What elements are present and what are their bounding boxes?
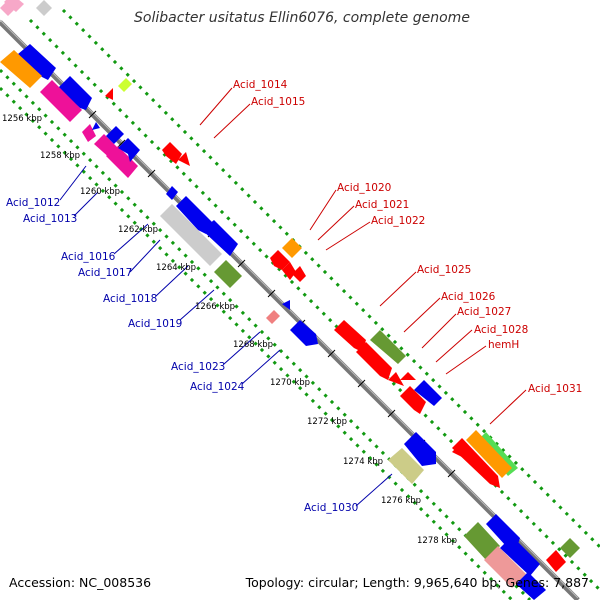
gene-label-acid-1023[interactable]: Acid_1023	[171, 361, 225, 373]
tick-label: 1260 kbp	[80, 187, 120, 197]
gene-arrow-acid-1019[interactable]	[214, 260, 242, 288]
forward-callout-lines	[199, 87, 527, 425]
tick-label: 1256 kbp	[2, 114, 42, 124]
gene-arrow[interactable]	[118, 78, 132, 92]
gene-label-acid-1013[interactable]: Acid_1013	[23, 213, 77, 225]
gene-arrow[interactable]	[484, 546, 526, 588]
gene-label-acid-1012[interactable]: Acid_1012	[6, 197, 60, 209]
gene-arrow[interactable]	[202, 220, 238, 256]
gene-arrow[interactable]	[560, 538, 580, 558]
gene-arrow[interactable]	[464, 522, 500, 560]
map-title: Solibacter usitatus Ellin6076, complete …	[134, 10, 470, 26]
gene-label-acid-1031[interactable]: Acid_1031	[528, 383, 582, 395]
gene-label-acid-1025[interactable]: Acid_1025	[417, 264, 471, 276]
genome-backbone	[0, 20, 580, 600]
gene-arrow-acid-1030[interactable]	[388, 448, 424, 484]
accession-text: Accession: NC_008536	[9, 575, 151, 590]
tick-label: 1262 kbp	[118, 225, 158, 235]
gene-arrow-acid-1026[interactable]	[370, 330, 406, 364]
gene-label-acid-1022[interactable]: Acid_1022	[371, 215, 425, 227]
gene-label-acid-1028[interactable]: Acid_1028	[474, 324, 528, 336]
reverse-callout-lines	[59, 165, 393, 507]
gene-arrow[interactable]	[118, 138, 140, 162]
gene-arrow[interactable]	[400, 372, 416, 380]
gene-arrow[interactable]	[36, 0, 52, 16]
outer-dotted-guide	[61, 8, 600, 549]
tick-label: 1274 kbp	[343, 457, 383, 467]
gene-arrow[interactable]	[106, 126, 124, 144]
gene-arrow[interactable]	[0, 2, 14, 16]
gene-arrow-acid-1016[interactable]	[166, 186, 178, 200]
gene-arrow[interactable]	[58, 76, 92, 110]
gene-arrow[interactable]	[92, 122, 100, 130]
tick-label: 1272 kbp	[307, 417, 347, 427]
tick-label: 1264 kbp	[156, 263, 196, 273]
gene-arrow[interactable]	[452, 444, 464, 458]
gene-arrow[interactable]	[292, 266, 306, 282]
reverse-gene-labels: Acid_1012 Acid_1013 Acid_1016 Acid_1017 …	[6, 197, 358, 514]
gene-arrow-acid-1027[interactable]	[356, 342, 392, 380]
tick-label: 1258 kbp	[40, 151, 80, 161]
tick-label: 1268 kbp	[233, 340, 273, 350]
gene-arrow-acid-1024[interactable]	[290, 320, 318, 346]
gene-arrow-acid-1025[interactable]	[334, 320, 366, 352]
gene-label-acid-1021[interactable]: Acid_1021	[355, 199, 409, 211]
gene-arrow[interactable]	[404, 432, 436, 466]
gene-arrow[interactable]	[105, 88, 113, 100]
gene-arrow-acid-1020[interactable]	[282, 238, 302, 258]
gene-arrow[interactable]	[4, 0, 24, 12]
gene-arrow[interactable]	[466, 430, 512, 478]
forward-strand-genes	[4, 0, 580, 572]
reverse-strand-genes	[0, 2, 546, 600]
forward-gene-labels: Acid_1014 Acid_1015 Acid_1020 Acid_1021 …	[233, 79, 582, 395]
gene-arrow[interactable]	[18, 44, 56, 80]
gene-label-acid-1015[interactable]: Acid_1015	[251, 96, 305, 108]
gene-arrow-acid-1023[interactable]	[266, 310, 280, 324]
gene-label-acid-1017[interactable]: Acid_1017	[78, 267, 132, 279]
gene-arrow-acid-1014[interactable]	[162, 142, 182, 164]
gene-arrow[interactable]	[546, 550, 566, 572]
gene-label-acid-1027[interactable]: Acid_1027	[457, 306, 511, 318]
gene-label-acid-1019[interactable]: Acid_1019	[128, 318, 182, 330]
tick-label: 1278 kbp	[417, 536, 457, 546]
gene-arrow[interactable]	[40, 80, 82, 122]
tick-label: 1276 kbp	[381, 496, 421, 506]
genome-summary-text: Topology: circular; Length: 9,965,640 bp…	[245, 575, 589, 590]
tick-label: 1266 kbp	[195, 302, 235, 312]
gene-arrow-acid-1017[interactable]	[176, 196, 212, 234]
inner-dotted-guide	[0, 86, 514, 600]
gene-arrow-acid-1022[interactable]	[282, 262, 296, 280]
gene-label-acid-1018[interactable]: Acid_1018	[103, 293, 157, 305]
gene-label-acid-1026[interactable]: Acid_1026	[441, 291, 496, 303]
gene-arrow[interactable]	[0, 50, 42, 88]
gene-label-acid-1030[interactable]: Acid_1030	[304, 502, 358, 514]
gene-arrow-acid-1021[interactable]	[270, 250, 290, 270]
gene-label-acid-1016[interactable]: Acid_1016	[61, 251, 116, 263]
gene-arrow-acid-1028[interactable]	[388, 372, 404, 386]
gene-arrow-acid-1012[interactable]	[82, 124, 96, 142]
gene-arrow[interactable]	[516, 572, 546, 600]
gene-arrow[interactable]	[106, 146, 138, 178]
gene-arrow[interactable]	[500, 536, 540, 576]
gene-arrow[interactable]	[452, 438, 500, 488]
gene-arrow-acid-1018[interactable]	[160, 204, 222, 266]
tick-label: 1270 kbp	[270, 378, 310, 388]
gene-arrow[interactable]	[414, 380, 442, 406]
inner-dotted-guide	[0, 68, 532, 600]
gene-label-acid-1020[interactable]: Acid_1020	[337, 182, 391, 194]
gene-arrow-hemh[interactable]	[400, 386, 426, 414]
gene-label-acid-1024[interactable]: Acid_1024	[190, 381, 245, 393]
gene-label-acid-1014[interactable]: Acid_1014	[233, 79, 288, 91]
gene-arrow[interactable]	[282, 300, 290, 310]
gene-label-hemh[interactable]: hemH	[488, 339, 519, 351]
gene-arrow-acid-1015[interactable]	[178, 152, 190, 166]
